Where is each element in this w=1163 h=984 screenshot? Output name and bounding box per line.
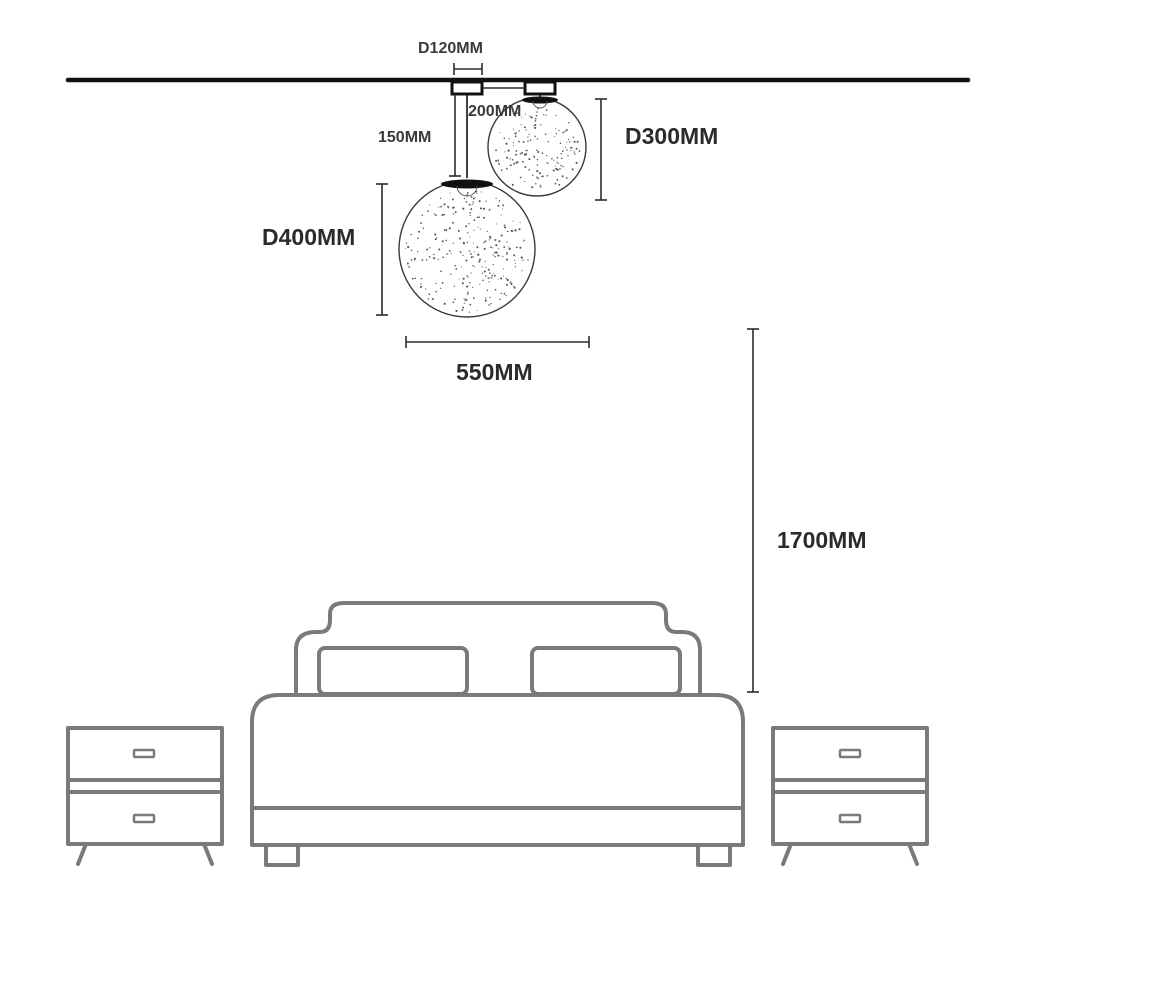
pillow-left (317, 646, 469, 696)
overall-width-label: 550MM (456, 359, 533, 385)
bed (250, 601, 745, 867)
canopy-width-dimension (453, 63, 483, 75)
drawer-handle-icon (838, 748, 862, 759)
small-globe-diameter-label: D300MM (625, 123, 718, 149)
drop-length-dimension (449, 94, 461, 177)
hanging-height-dimension (747, 328, 759, 693)
nightstand-right (771, 726, 929, 866)
hanging-height-label: 1700MM (777, 527, 866, 553)
bed-leg-left (264, 843, 300, 867)
pillow-right (530, 646, 682, 696)
small-globe-diameter-dimension (595, 98, 607, 201)
canopy-right (523, 80, 557, 96)
large-globe-pendant (398, 179, 536, 318)
canopy-spacing-label: 200MM (468, 103, 521, 120)
drawer-handle-icon (132, 748, 156, 759)
drawer-handle-icon (838, 813, 862, 824)
canopy-diameter-label: D120MM (418, 40, 483, 57)
drop-length-label: 150MM (378, 129, 431, 146)
large-globe-diameter-dimension (376, 183, 388, 316)
bed-leg-right (696, 843, 732, 867)
canopy-left (450, 80, 484, 96)
bed-headboard (294, 601, 702, 696)
large-globe-diameter-label: D400MM (262, 224, 355, 250)
overall-width-dimension (405, 336, 590, 348)
bed-mattress (250, 693, 745, 847)
nightstand-left (66, 726, 224, 866)
small-globe-pendant (487, 96, 587, 197)
drawer-handle-icon (132, 813, 156, 824)
